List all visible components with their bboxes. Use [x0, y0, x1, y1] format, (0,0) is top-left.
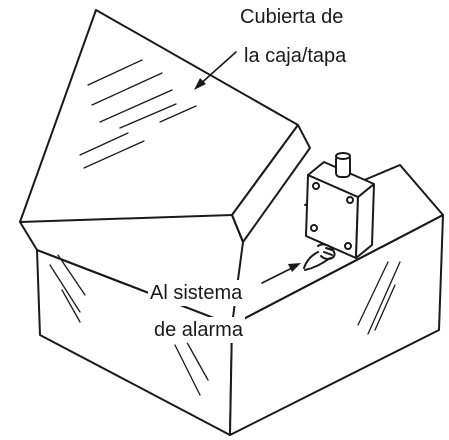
box-lid: [19, 9, 311, 326]
alarm-label-line1: Al sistema: [148, 280, 245, 306]
alarm-switch: [303, 152, 375, 271]
alarm-wire: [303, 251, 331, 271]
switch-screw: [344, 242, 352, 250]
wire-terminal: [317, 243, 336, 260]
switch-screw: [346, 196, 354, 204]
lid-label-line2: la caja/tapa: [242, 43, 349, 69]
lid-label-line1: Cubierta de: [238, 4, 346, 30]
lid-hinge-line: [19, 221, 38, 251]
wire-terminal: [323, 247, 333, 256]
switch-screw: [312, 182, 320, 190]
lid-callout-arrow: [194, 51, 237, 90]
glare-marks: [49, 59, 401, 396]
lid-hinge-line: [231, 214, 244, 243]
alarm-callout-arrow: [261, 263, 301, 284]
switch-plunger-top: [335, 152, 351, 160]
alarm-label-line2: de alarma: [152, 317, 245, 343]
switch-top-face: [307, 161, 375, 198]
switch-screw: [310, 224, 318, 232]
